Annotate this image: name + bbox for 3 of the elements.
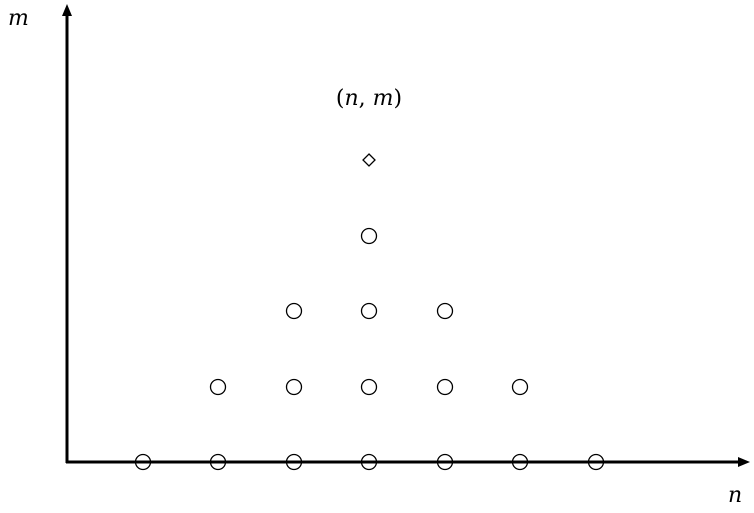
axis-label: n (728, 485, 742, 507)
axis-label: m (8, 8, 29, 30)
point-label: (n, m) (336, 88, 402, 110)
